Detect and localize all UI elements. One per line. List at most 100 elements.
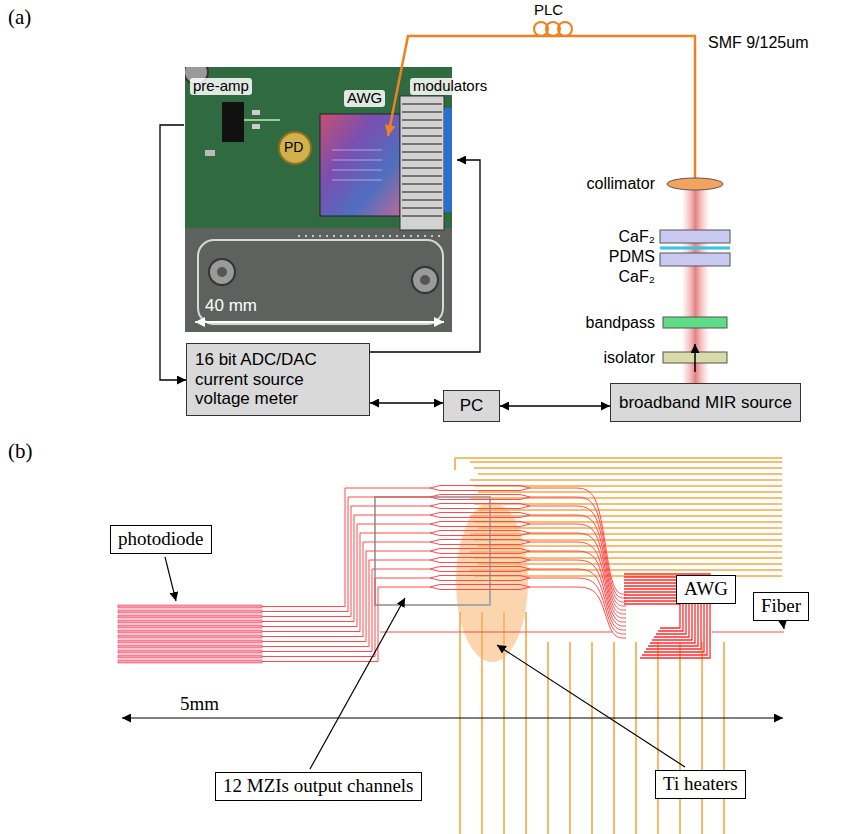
photo-ground (185, 67, 452, 332)
node-text: 16 bit ADC/DAC current source voltage me… (195, 350, 339, 409)
heater-wire (591, 642, 593, 834)
leader-line (497, 645, 685, 767)
heater-wire (470, 497, 782, 499)
pdms-layer (660, 247, 730, 250)
photodiode-element (118, 660, 262, 663)
node-text: Ti heaters (663, 773, 738, 796)
leader-line (310, 598, 405, 769)
fiber-coil (558, 22, 572, 36)
fiber (388, 36, 695, 178)
optics-label: CaF₂ (619, 228, 655, 246)
heater-wire (635, 642, 637, 834)
leader-lines (160, 125, 784, 769)
modulator-connector (400, 96, 444, 230)
heater-wire (478, 509, 782, 511)
dimension-label: 5mm (180, 694, 219, 715)
heater-wire (470, 461, 782, 463)
waveguide (262, 585, 626, 662)
photodiode-element (118, 635, 262, 638)
photodiode-element (118, 655, 262, 658)
smd-part (205, 150, 215, 156)
direction-arrow (694, 344, 696, 372)
heater-wire (478, 527, 782, 529)
photodiode-element (118, 645, 262, 648)
panel-label: (b) (8, 440, 33, 463)
screw-head (420, 275, 430, 285)
node-text: 12 MZIs output channels (223, 775, 414, 798)
optics-label: CaF₂ (619, 268, 655, 286)
waveguide (262, 540, 626, 637)
heater-wires (455, 458, 782, 834)
photodiode-element (118, 625, 262, 628)
heater-wire (679, 642, 681, 834)
panel-label: (a) (8, 6, 31, 29)
part-label: AWG (344, 90, 385, 107)
waveguide (262, 576, 626, 657)
instrument-box: 16 bit ADC/DAC current source voltage me… (186, 343, 370, 416)
waveguides (118, 486, 784, 664)
metal-stand (185, 228, 452, 332)
photodiode-element (118, 630, 262, 633)
caf2-window (660, 253, 730, 266)
via-row (298, 235, 440, 237)
photodiode-element (118, 640, 262, 643)
screw (209, 259, 235, 285)
awg-arm (624, 601, 683, 631)
heater-wire (701, 642, 703, 834)
photodiode-element (118, 615, 262, 618)
screw-head (217, 267, 227, 277)
heater-bus (455, 458, 782, 470)
photodiode-element (118, 650, 262, 653)
connector-arrow (500, 405, 610, 406)
waveguide (380, 632, 784, 633)
smd-part (252, 110, 260, 115)
waveguide (262, 522, 626, 627)
photonic-chip (320, 114, 400, 216)
node-text: Fiber (761, 595, 801, 618)
component-label: PLC (534, 2, 563, 19)
heater-wire (478, 473, 782, 475)
dimension-line (122, 717, 783, 718)
chip-structures (332, 150, 382, 180)
node-text: AWG (684, 578, 728, 601)
optics-label: collimator (587, 175, 655, 193)
heater-wire (657, 642, 659, 834)
screw (412, 267, 438, 293)
chip-layout (118, 458, 784, 834)
callout-box: photodiode (110, 525, 212, 554)
photodiode-package (279, 132, 311, 164)
heater-wire (470, 479, 782, 481)
smd-part (252, 124, 260, 129)
connector-pins (402, 104, 442, 216)
connector-arrow (370, 402, 443, 403)
fiber-label: SMF 9/125um (708, 34, 808, 52)
stand-outline (198, 240, 443, 324)
photodiode-element (118, 605, 262, 608)
heater-wire (569, 642, 571, 834)
optics-label: PDMS (609, 248, 655, 266)
callout-box: Ti heaters (655, 770, 746, 799)
leader-line (165, 557, 176, 601)
callout-box: Fiber (753, 592, 809, 621)
computer-box: PC (443, 390, 500, 422)
signal-wire (370, 160, 480, 352)
heater-wire (474, 467, 782, 469)
callout-box: AWG (676, 575, 736, 604)
dimension-arrow (195, 321, 444, 323)
caf2-window (660, 230, 730, 243)
node-text: PC (460, 396, 484, 416)
heater-wire (459, 612, 461, 834)
node-text: broadband MIR source (619, 393, 792, 413)
part-label: pre-amp (190, 78, 252, 95)
optics-label: bandpass (586, 314, 655, 332)
heater-wire (613, 642, 615, 834)
photodiode-element (118, 620, 262, 623)
waveguide (262, 567, 626, 652)
part-label: PD (284, 140, 303, 155)
heater-wire (723, 642, 725, 834)
heater-wire (470, 515, 782, 517)
waveguide (262, 558, 626, 647)
flex-cable (444, 108, 452, 212)
preamp-chip (222, 102, 244, 142)
awg-arm (624, 604, 680, 628)
